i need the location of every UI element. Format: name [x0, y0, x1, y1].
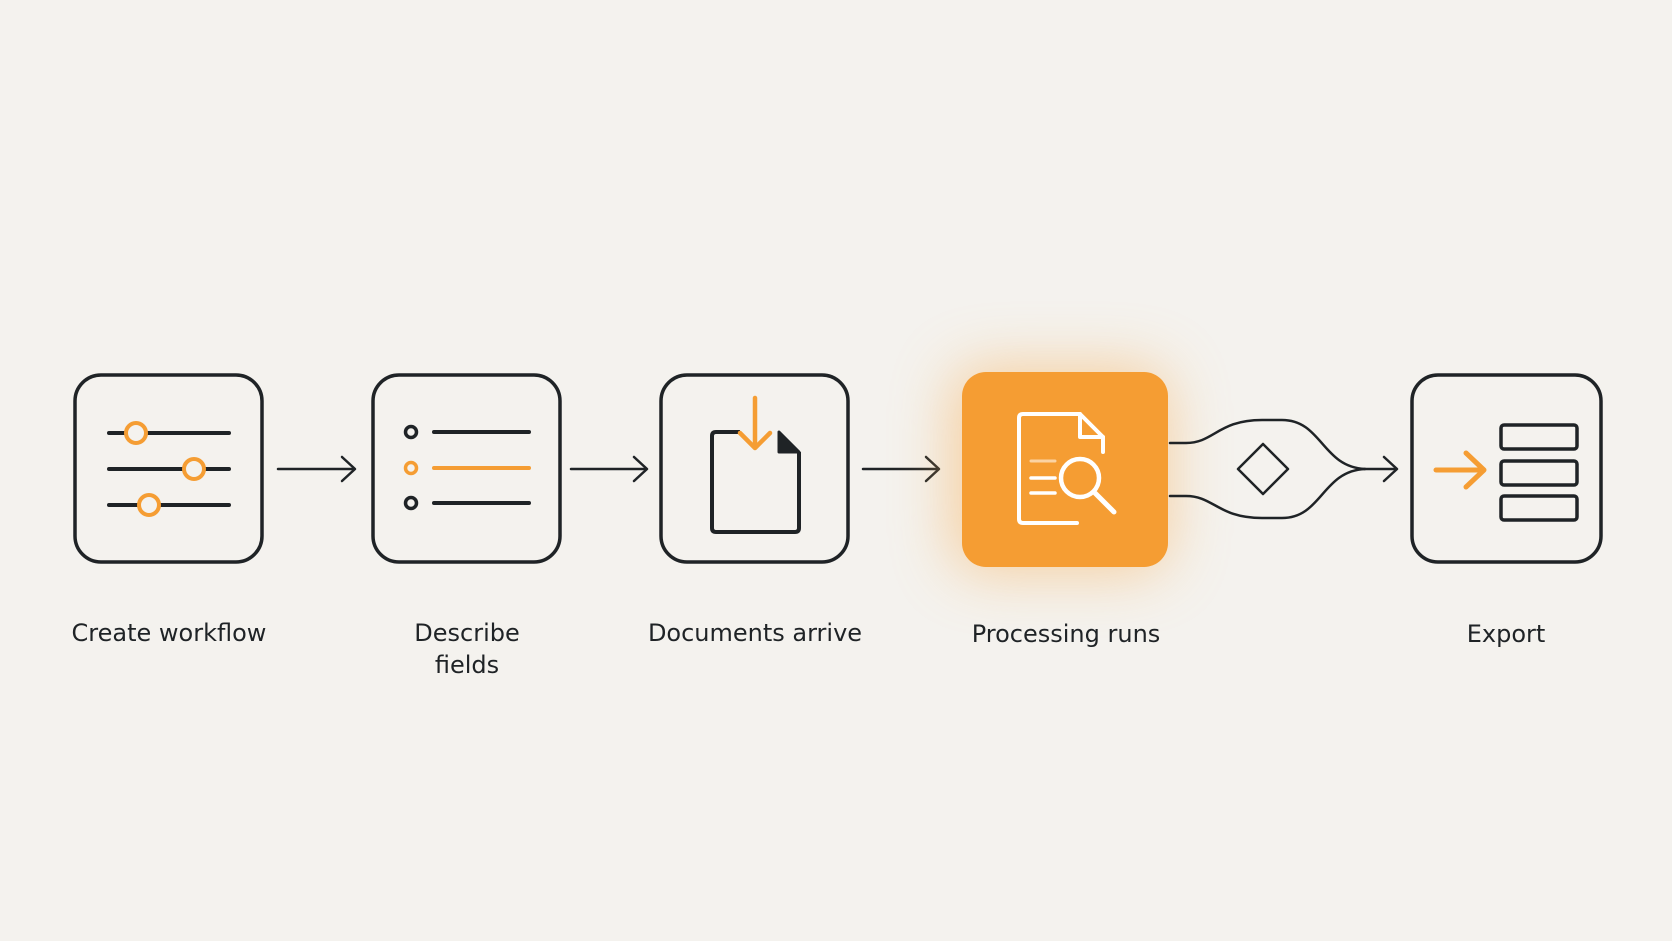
step-label-documents-arrive: Documents arrive	[647, 619, 863, 647]
connector-arrow-2	[569, 455, 649, 483]
connector-decision-merge	[1168, 418, 1399, 520]
document-download-icon	[710, 395, 801, 534]
sliders-icon	[107, 421, 231, 517]
step-describe-fields	[371, 373, 562, 564]
step-export	[1410, 373, 1603, 564]
step-box	[1410, 373, 1603, 564]
step-processing-runs	[952, 367, 1168, 572]
step-label-describe-fields: Describe fields	[414, 619, 520, 679]
field-list-icon	[403, 424, 531, 511]
step-label-processing-runs: Processing runs	[971, 620, 1161, 648]
decision-diamond-icon	[1236, 442, 1290, 496]
export-table-icon	[1433, 423, 1579, 522]
step-documents-arrive	[659, 373, 850, 564]
step-box	[73, 373, 264, 564]
step-label-export: Export	[1466, 620, 1546, 648]
step-label-create-workflow: Create workflow	[71, 619, 267, 647]
step-box	[371, 373, 562, 564]
connector-arrow-3	[861, 455, 941, 483]
step-box	[659, 373, 850, 564]
branch-upper	[1168, 418, 1367, 471]
document-search-icon	[1017, 412, 1117, 525]
step-create-workflow	[73, 373, 264, 564]
branch-lower	[1168, 467, 1367, 520]
connector-arrow-1	[276, 455, 357, 483]
